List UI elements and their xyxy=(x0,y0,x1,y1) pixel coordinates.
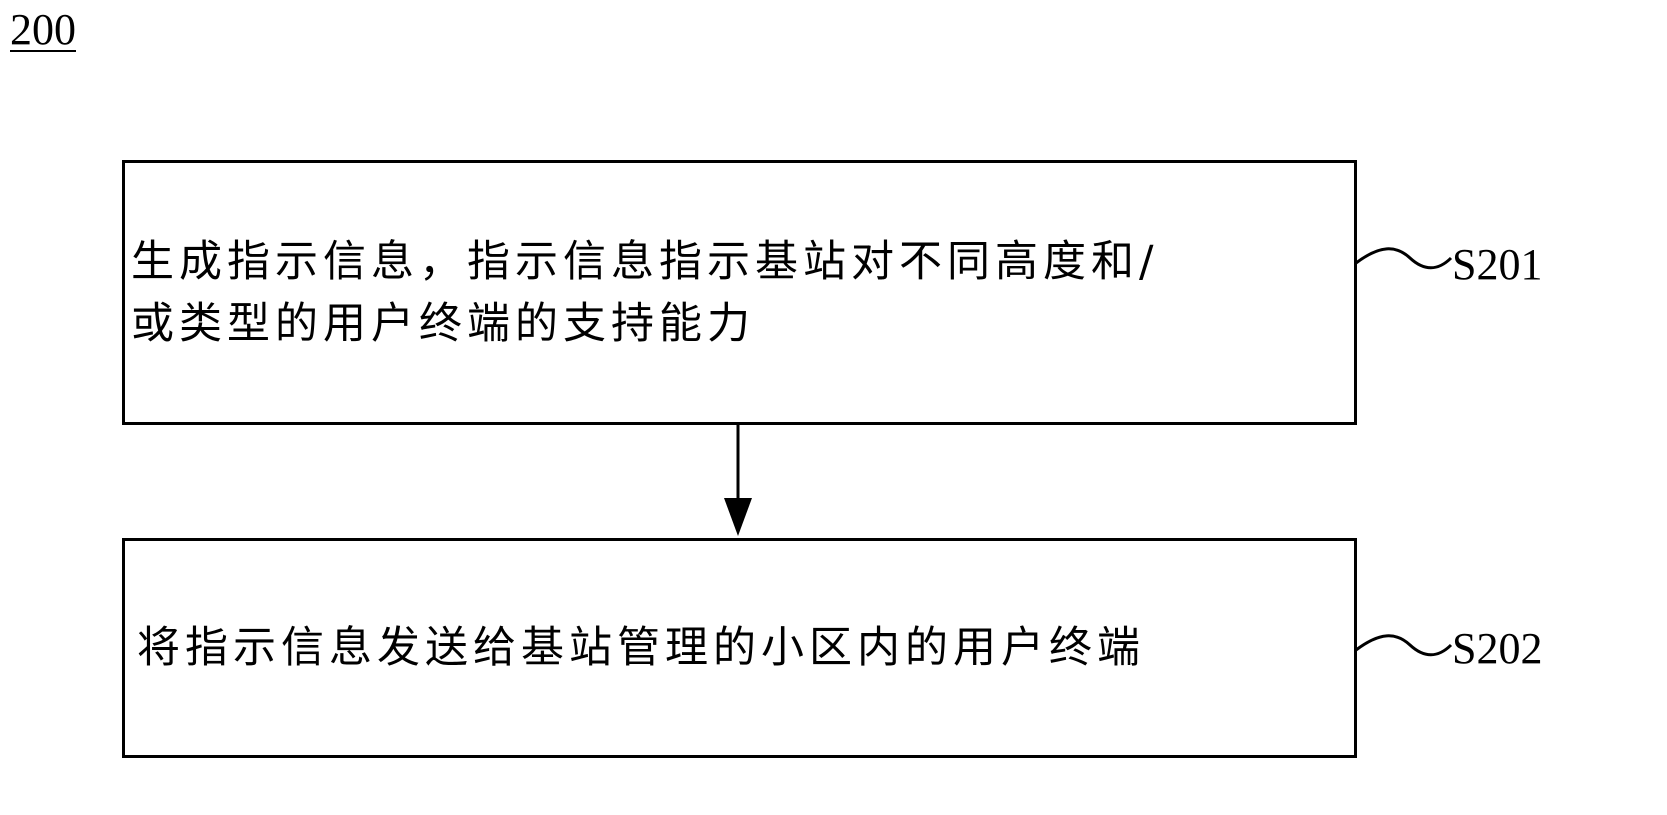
step-box-s202: 将指示信息发送给基站管理的小区内的用户终端 xyxy=(122,538,1357,758)
step-label-s201: S201 xyxy=(1452,240,1543,289)
leader-line-s201 xyxy=(1355,247,1453,270)
step-text-s201: 生成指示信息，指示信息指示基站对不同高度和/ 或类型的用户终端的支持能力 xyxy=(131,236,1159,349)
figure-number: 200 xyxy=(10,5,76,54)
step-box-s201: 生成指示信息，指示信息指示基站对不同高度和/ 或类型的用户终端的支持能力 xyxy=(122,160,1357,425)
leader-line-s202 xyxy=(1355,634,1453,657)
flow-arrow-head xyxy=(724,498,752,536)
step-label-s202: S202 xyxy=(1452,624,1543,673)
step-text-s202: 将指示信息发送给基站管理的小区内的用户终端 xyxy=(137,623,1145,673)
